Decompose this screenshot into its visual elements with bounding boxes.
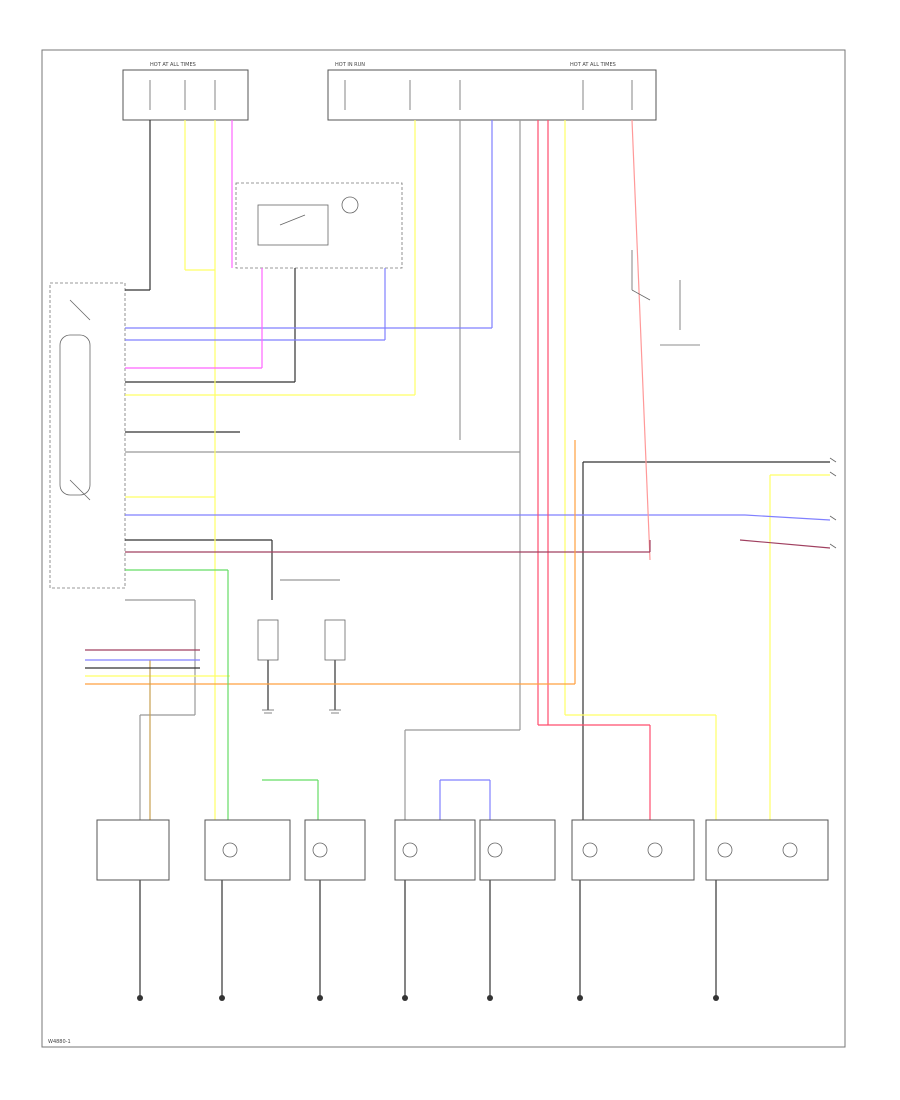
bulb-icon bbox=[222, 842, 798, 858]
fuse-box-right bbox=[327, 69, 657, 121]
fuse-box-left bbox=[122, 69, 249, 121]
relay-icon bbox=[257, 196, 359, 246]
mid-bulb-group bbox=[257, 619, 346, 661]
blue-wires bbox=[125, 120, 831, 820]
left-connector-stubs bbox=[85, 649, 200, 669]
switch-icon bbox=[631, 250, 700, 346]
svg-text:HOT IN RUN: HOT IN RUN bbox=[335, 62, 365, 68]
gray-wires bbox=[125, 120, 521, 820]
footer-code: W4880-1 bbox=[48, 1039, 71, 1045]
red-wires bbox=[537, 120, 651, 820]
orange-wires bbox=[85, 440, 576, 685]
module-internals bbox=[59, 299, 91, 501]
bottom-ground-icons bbox=[137, 995, 719, 1001]
pink-wires bbox=[125, 120, 263, 369]
relay-box bbox=[235, 182, 403, 269]
connector-icon bbox=[829, 457, 837, 549]
svg-text:HOT AT ALL TIMES: HOT AT ALL TIMES bbox=[150, 62, 196, 68]
green-wires bbox=[125, 569, 319, 820]
fuse-box-text: HOT AT ALL TIMES HOT IN RUN HOT AT ALL T… bbox=[150, 62, 616, 68]
light-red-wire bbox=[631, 119, 651, 561]
ground-icon bbox=[262, 709, 341, 714]
maroon-wires bbox=[125, 539, 831, 553]
svg-text:HOT AT ALL TIMES: HOT AT ALL TIMES bbox=[570, 62, 616, 68]
fuse-group bbox=[149, 80, 633, 110]
control-module bbox=[49, 282, 126, 589]
bottom-component-boxes bbox=[96, 819, 829, 881]
yellow-wires bbox=[85, 120, 830, 820]
diagram-frame bbox=[41, 49, 846, 1048]
black-wires bbox=[125, 120, 830, 998]
